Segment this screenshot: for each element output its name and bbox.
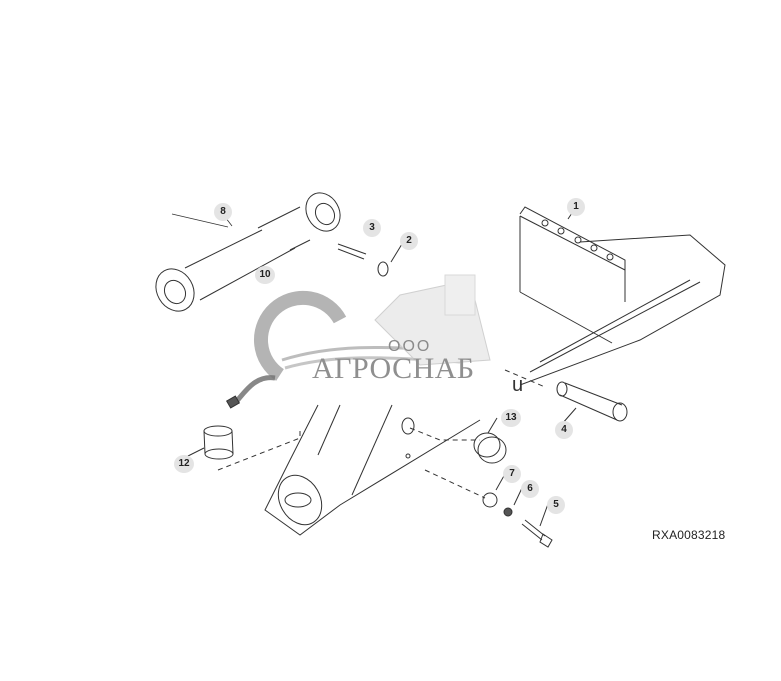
callout-7: 7 (503, 465, 521, 483)
callout-2: 2 (400, 232, 418, 250)
figure-id: RXA0083218 (652, 528, 726, 542)
callout-1: 1 (567, 198, 585, 216)
watermark-prefix: ООО (388, 338, 432, 355)
callout-12: 12 (174, 455, 194, 473)
frame-part (519, 206, 726, 386)
watermark-name: АГРОСНАБ (312, 352, 475, 385)
callout-6: 6 (521, 480, 539, 498)
callout-4: 4 (555, 421, 573, 439)
pin-part (504, 369, 628, 425)
fastener-parts (424, 469, 553, 548)
hydraulic-cylinder-part (155, 192, 341, 312)
callout-3: 3 (363, 219, 381, 237)
callout-5: 5 (547, 496, 565, 514)
watermark-logo-graphic (253, 274, 491, 381)
callout-13: 13 (501, 409, 521, 427)
callout-8: 8 (214, 203, 232, 221)
arm-part (264, 404, 481, 536)
grease-fitting-part (225, 375, 276, 409)
stray-text: u (512, 374, 524, 396)
bolt-washer-parts (337, 243, 403, 277)
callout-10: 10 (255, 266, 275, 284)
bushing-part (183, 425, 301, 471)
cap-part (409, 417, 507, 464)
